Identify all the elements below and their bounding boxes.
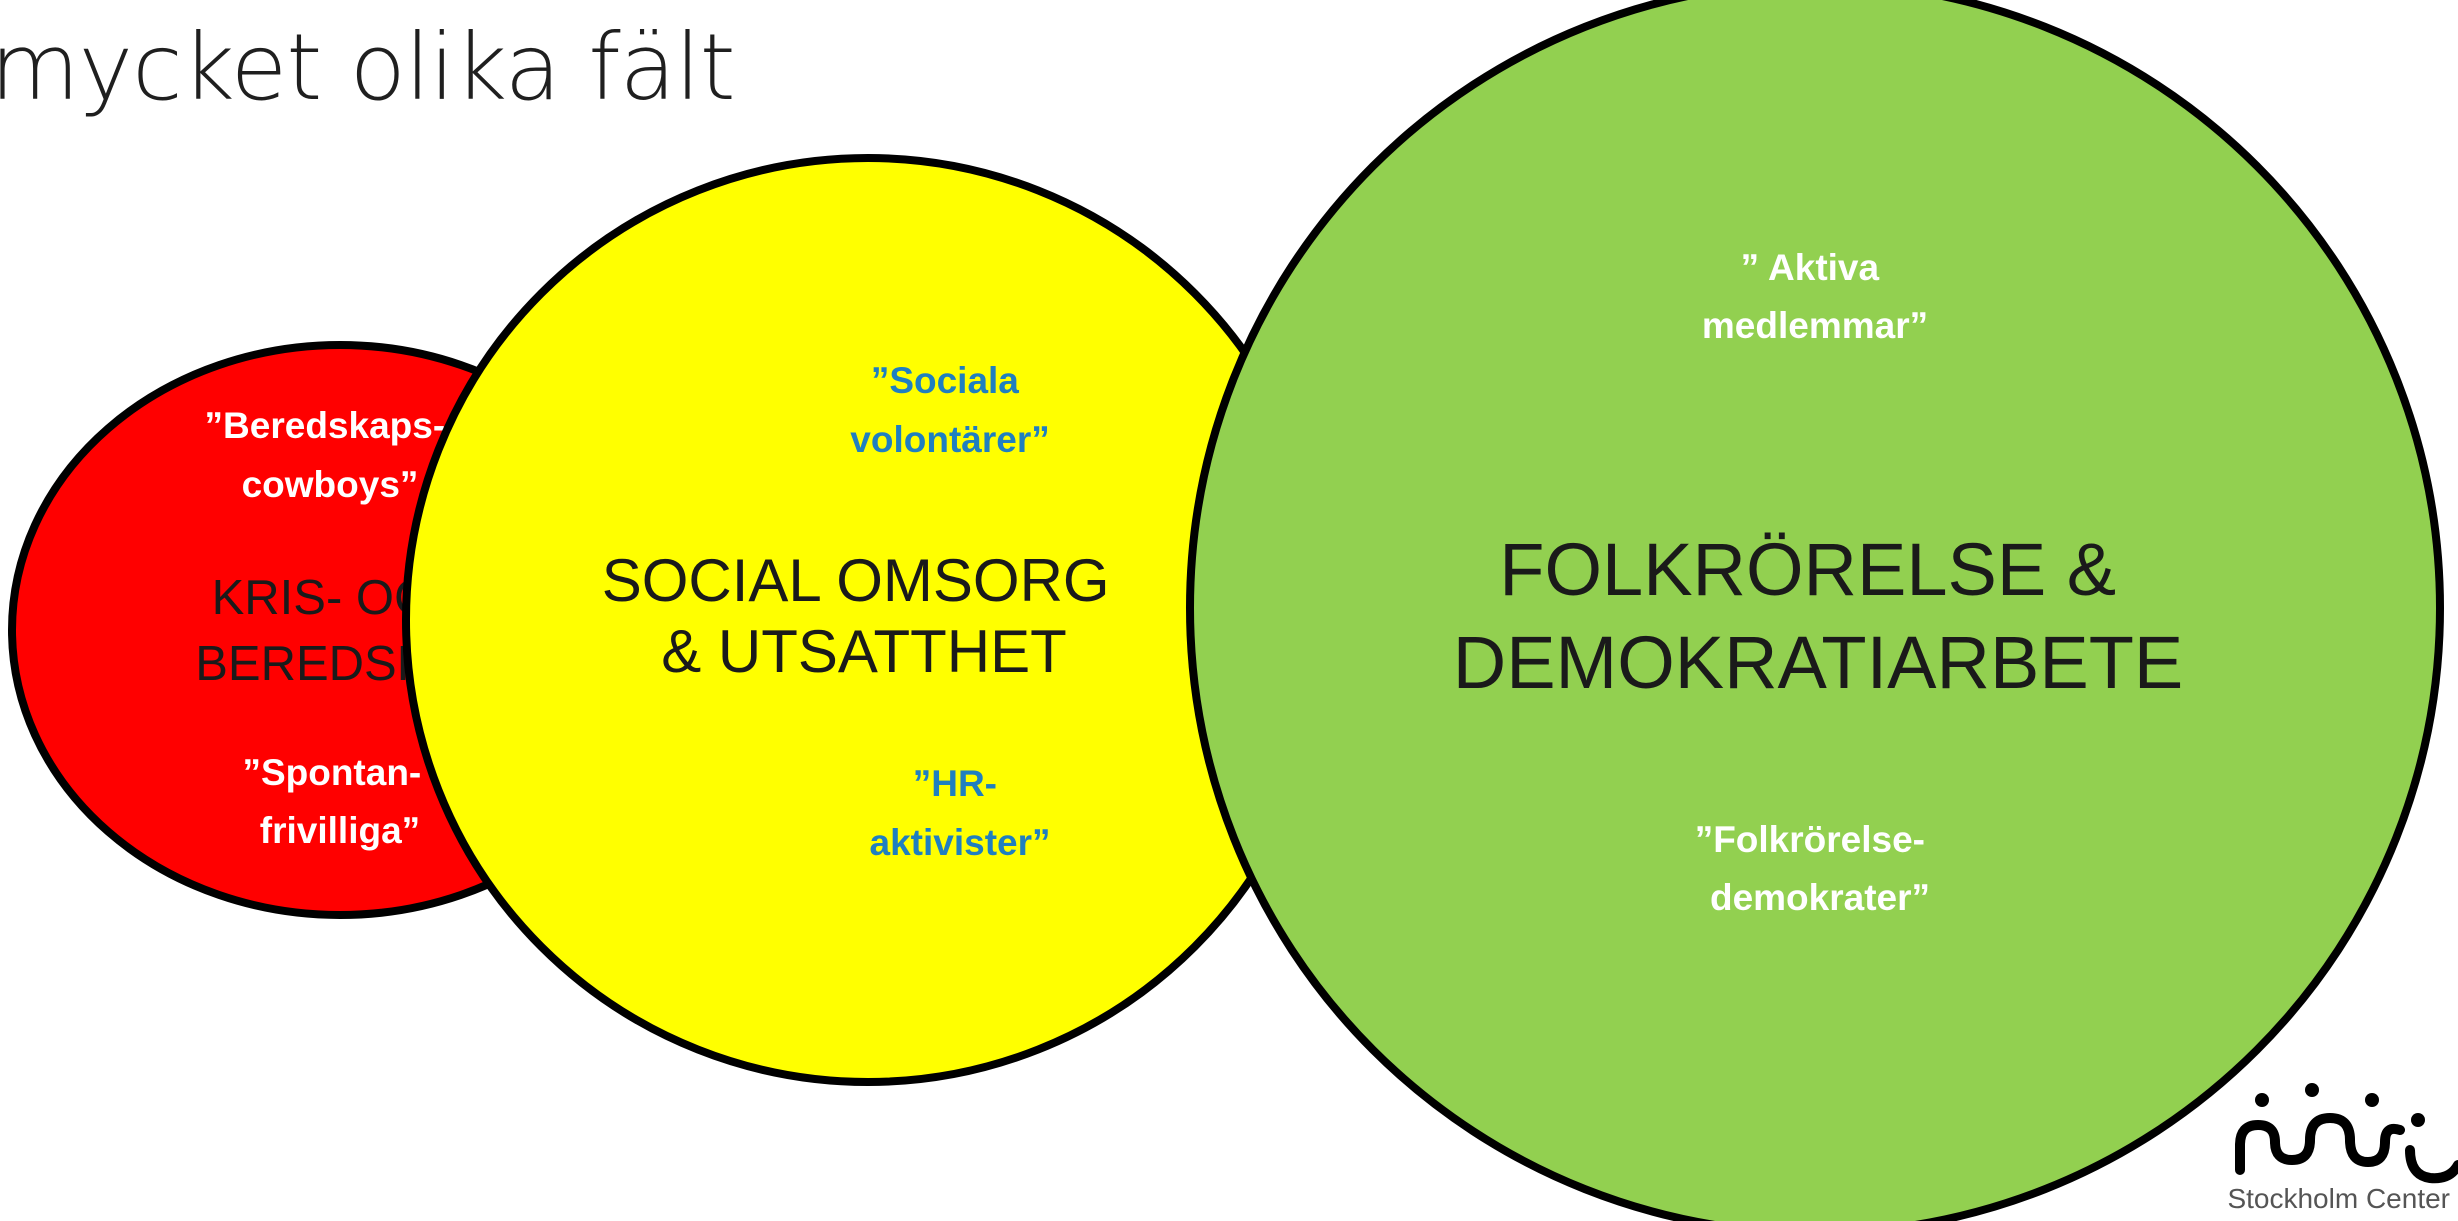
yellow-quote-bottom-line2: aktivister” xyxy=(870,822,1051,863)
green-circle-shape xyxy=(1186,0,2444,1221)
green-quote-bottom-line1: ”Folkrörelse- xyxy=(1695,819,1925,860)
green-quote-top-line1: ” Aktiva xyxy=(1741,247,1880,288)
yellow-quote-top-line2: volontärer” xyxy=(850,419,1049,460)
red-quote-top: ”Beredskaps- cowboys” xyxy=(205,405,456,505)
green-quote-bottom-line2: demokrater” xyxy=(1710,877,1930,918)
yellow-quote-bottom-line1: ”HR- xyxy=(913,763,997,804)
red-quote-top-line1: ”Beredskaps- xyxy=(205,405,446,446)
red-quote-top-line2: cowboys” xyxy=(242,464,419,505)
yellow-quote-bottom: ”HR- aktivister” xyxy=(870,763,1051,863)
yellow-heading-line2: & UTSATTHET xyxy=(661,618,1067,685)
circle-folkrorelse: ” Aktiva medlemmar” FOLKRÖRELSE & DEMOKR… xyxy=(1186,0,2444,1221)
yellow-heading: SOCIAL OMSORG & UTSATTHET xyxy=(602,547,1127,685)
green-heading-line2: DEMOKRATIARBETE xyxy=(1453,621,2184,704)
yellow-quote-top: ”Sociala volontärer” xyxy=(850,360,1049,460)
green-quote-top-line2: medlemmar” xyxy=(1702,305,1928,346)
green-quote-bottom: ”Folkrörelse- demokrater” xyxy=(1695,819,1936,918)
green-heading: FOLKRÖRELSE & DEMOKRATIARBETE xyxy=(1453,528,2184,704)
red-quote-bottom-line1: ”Spontan- xyxy=(242,752,421,793)
green-heading-line1: FOLKRÖRELSE & xyxy=(1499,528,2116,611)
logo-caption: Stockholm Center xyxy=(2227,1183,2450,1214)
red-quote-bottom: ”Spontan- frivilliga” xyxy=(242,752,431,851)
yellow-heading-line1: SOCIAL OMSORG xyxy=(602,547,1110,614)
stockholm-center-logo-mark xyxy=(2235,1083,2458,1184)
slide-title: mycket olika fält xyxy=(0,14,736,121)
green-quote-top: ” Aktiva medlemmar” xyxy=(1702,247,1928,346)
red-quote-bottom-line2: frivilliga” xyxy=(260,810,420,851)
yellow-quote-top-line1: ”Sociala xyxy=(871,360,1019,401)
